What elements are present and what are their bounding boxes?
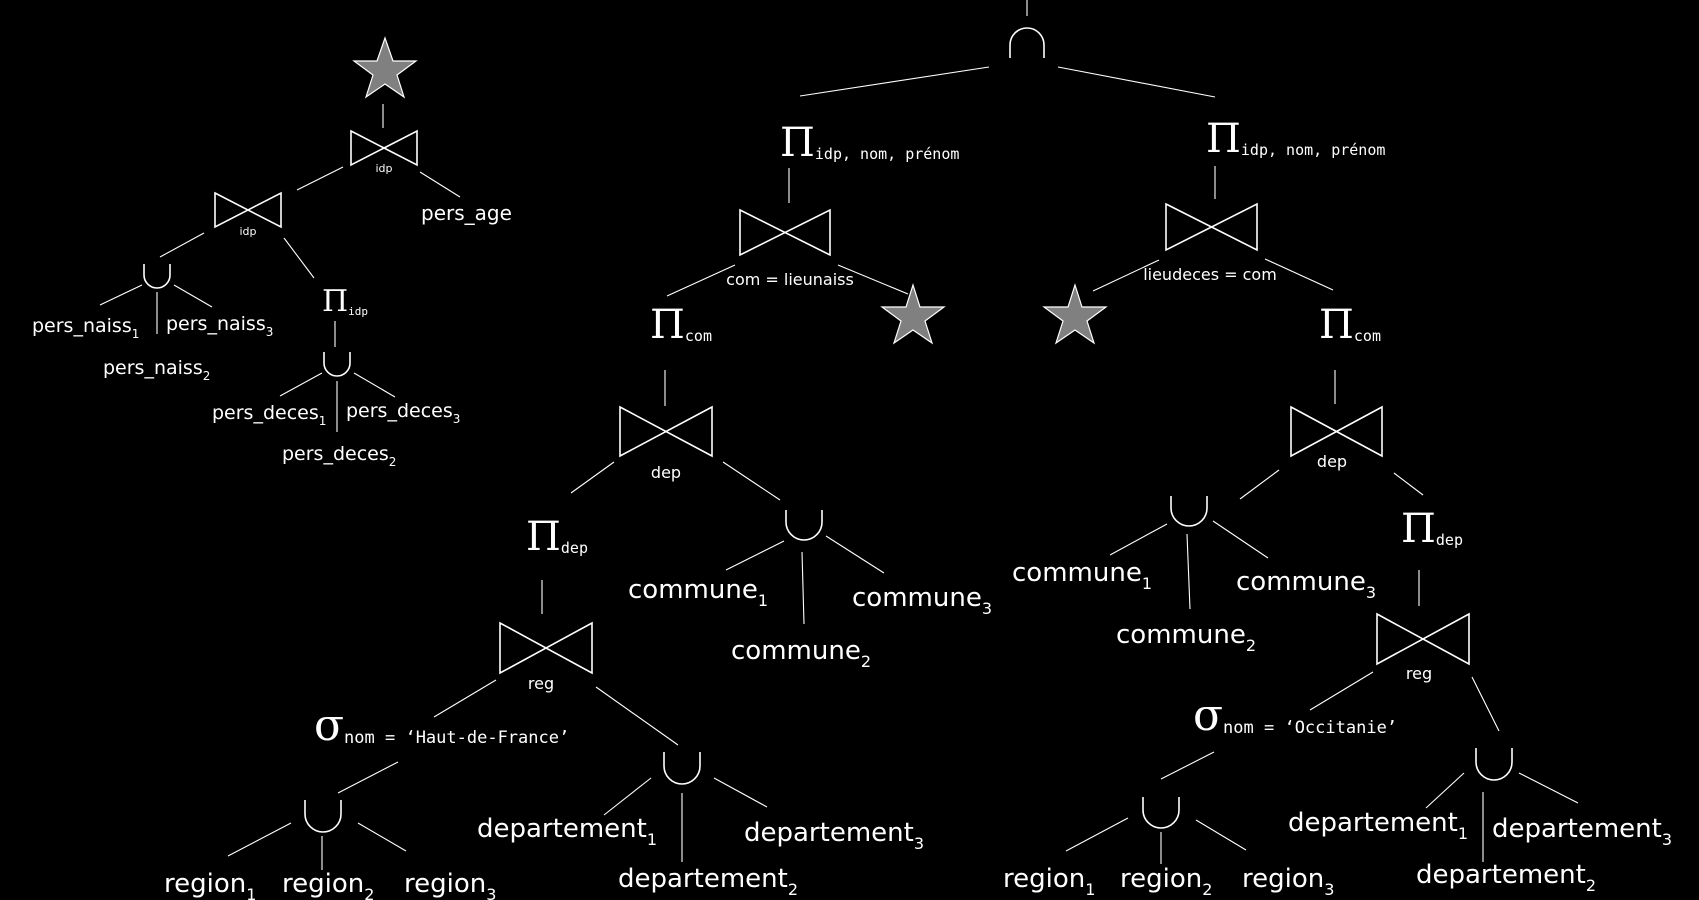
- star-icon: [880, 283, 946, 345]
- relation-label: commune1: [1012, 558, 1152, 593]
- relation-label: region2: [282, 869, 374, 900]
- union-icon: [304, 800, 342, 833]
- star-icon: [352, 36, 418, 99]
- union-icon: [663, 752, 701, 785]
- projection-operator: Πidp, nom, prénom: [1206, 116, 1385, 162]
- relation-label: pers_deces1: [212, 402, 326, 428]
- selection-operator: σnom = ‘Haut-de-France’: [314, 700, 569, 751]
- join-condition: idp: [375, 162, 392, 175]
- join-condition: com = lieunaiss: [726, 270, 854, 289]
- projection-operator: Πdep: [526, 514, 588, 560]
- relation-label: departement1: [1288, 808, 1468, 843]
- relation-label: commune1: [628, 575, 768, 610]
- bowtie-join-icon: [1290, 405, 1383, 458]
- relation-label: region3: [1242, 864, 1334, 899]
- bowtie-join-icon: [1165, 202, 1258, 252]
- relation-label: pers_age: [421, 201, 512, 225]
- projection-operator: Πidp: [322, 284, 368, 319]
- bowtie-join-icon: [214, 191, 282, 229]
- union-icon: [1475, 748, 1513, 781]
- right-tree: Πidp, nom, prénom lieudeces = com Πcom d…: [1003, 116, 1672, 899]
- relation-label: pers_naiss1: [32, 315, 139, 341]
- relation-label: pers_naiss3: [166, 313, 273, 339]
- projection-operator: Πcom: [1319, 302, 1381, 348]
- intersection-root: [799, 0, 1216, 98]
- bowtie-join-icon: [739, 208, 831, 257]
- bowtie-join-icon: [619, 405, 713, 458]
- bowtie-join-icon: [1376, 612, 1470, 666]
- union-icon: [1142, 797, 1180, 829]
- relation-label: commune2: [1116, 620, 1256, 655]
- bowtie-join-icon: [499, 621, 593, 675]
- projection-operator: Πcom: [650, 302, 712, 348]
- join-condition: dep: [651, 463, 681, 482]
- relation-label: region2: [1120, 864, 1212, 899]
- join-condition: reg: [528, 674, 554, 693]
- relation-label: departement3: [744, 818, 924, 853]
- bowtie-join-icon: [350, 129, 418, 167]
- join-condition: idp: [239, 225, 256, 238]
- join-condition: lieudeces = com: [1143, 265, 1277, 284]
- projection-operator: Πdep: [1401, 506, 1463, 552]
- relation-label: region1: [1003, 864, 1095, 899]
- relation-label: departement2: [618, 864, 798, 899]
- union-icon: [143, 264, 171, 289]
- middle-tree: Πidp, nom, prénom com = lieunaiss Πcom d…: [164, 120, 992, 900]
- relation-label: departement1: [477, 814, 657, 849]
- relation-label: departement2: [1416, 860, 1596, 895]
- relation-label: pers_deces2: [282, 443, 396, 469]
- star-icon: [1042, 283, 1108, 345]
- union-icon: [323, 352, 351, 377]
- join-condition: reg: [1406, 664, 1432, 683]
- relation-label: commune3: [1236, 567, 1376, 602]
- intersection-icon: [1009, 27, 1045, 58]
- relation-label: pers_naiss2: [103, 357, 210, 383]
- selection-operator: σnom = ‘Occitanie’: [1193, 690, 1397, 741]
- union-icon: [785, 510, 823, 541]
- relation-label: departement3: [1492, 814, 1672, 849]
- left-tree: idp pers_age idp pers_naiss1 pers_naiss3…: [32, 36, 512, 469]
- join-condition: dep: [1317, 452, 1347, 471]
- projection-operator: Πidp, nom, prénom: [780, 120, 959, 166]
- relation-label: pers_deces3: [346, 400, 460, 426]
- relation-label: commune2: [731, 636, 871, 671]
- relation-label: region1: [164, 869, 256, 900]
- relation-label: commune3: [852, 583, 992, 618]
- union-icon: [1170, 496, 1208, 527]
- relation-label: region3: [404, 869, 496, 900]
